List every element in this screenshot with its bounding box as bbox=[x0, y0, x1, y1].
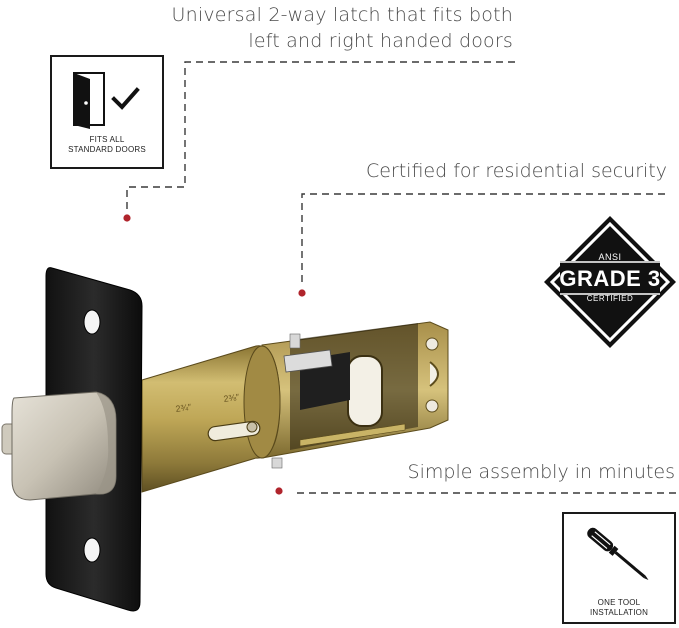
diamond-badge-icon bbox=[544, 216, 676, 348]
screwdriver-icon bbox=[587, 527, 649, 581]
badge-door-caption: FITS ALL STANDARD DOORS bbox=[52, 135, 162, 155]
badge-tool-caption: ONE TOOL INSTALLATION bbox=[564, 598, 674, 618]
badge-door-line2: STANDARD DOORS bbox=[68, 145, 146, 154]
door-check-icon bbox=[73, 72, 140, 129]
callout-certified: Certified for residential security bbox=[365, 160, 667, 182]
latch-frame bbox=[261, 321, 449, 469]
badge-ansi-grade: ANSI GRADE 3 CERTIFIED bbox=[542, 214, 678, 350]
callout-assembly: Simple assembly in minutes bbox=[407, 461, 675, 483]
svg-text:2¾″: 2¾″ bbox=[175, 402, 193, 414]
badge-door-line1: FITS ALL bbox=[89, 135, 125, 144]
latch-bolt bbox=[1, 391, 117, 501]
leader-lines bbox=[126, 61, 676, 494]
callout-latch-line2: left and right handed doors bbox=[248, 30, 513, 52]
badge-tool-line1: ONE TOOL bbox=[597, 598, 641, 607]
badge-one-tool: ONE TOOL INSTALLATION bbox=[562, 512, 676, 624]
marker-dot-assembly bbox=[275, 487, 283, 495]
callout-latch-line1: Universal 2-way latch that fits both bbox=[171, 4, 513, 26]
badge-tool-line2: INSTALLATION bbox=[589, 608, 649, 617]
callout-latch: Universal 2-way latch that fits both lef… bbox=[172, 2, 514, 54]
badge-fits-all-doors: FITS ALL STANDARD DOORS bbox=[50, 55, 164, 169]
marker-dot-certified bbox=[298, 289, 306, 297]
leader-line-latch bbox=[126, 61, 515, 210]
latch-cylinder: 2¾″ 2⅜″ bbox=[141, 345, 281, 493]
badge-grade-top: ANSI bbox=[598, 252, 622, 262]
marker-dot-latch bbox=[123, 214, 131, 222]
badge-grade-bottom: CERTIFIED bbox=[586, 294, 634, 303]
svg-text:2⅜″: 2⅜″ bbox=[223, 392, 241, 404]
leader-line-certified bbox=[301, 193, 665, 285]
badge-grade-main: GRADE 3 bbox=[559, 266, 661, 291]
